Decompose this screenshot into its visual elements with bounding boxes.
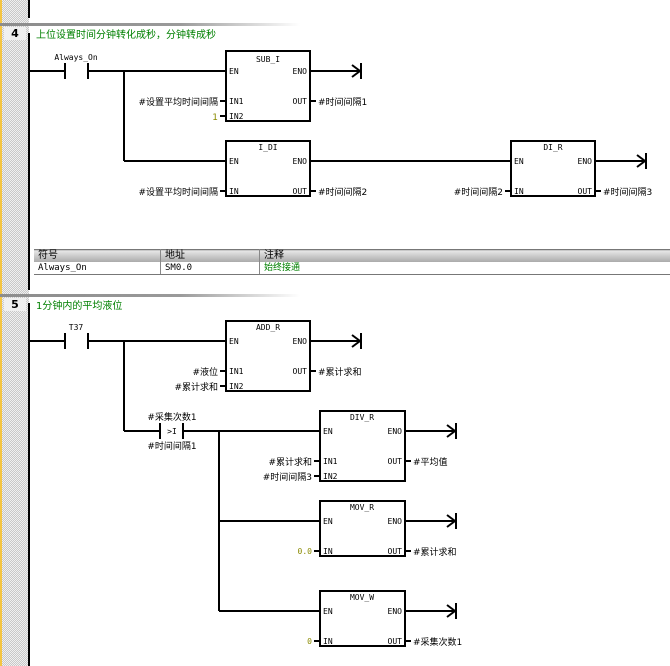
network-number-5[interactable]: 5 <box>4 298 26 311</box>
pin-in: IN <box>514 187 524 196</box>
pin-eno: ENO <box>578 157 593 166</box>
block-title: ADD_R <box>256 323 280 332</box>
block-title: I_DI <box>258 143 277 152</box>
operand-in[interactable]: #设置平均时间间隔 <box>138 186 218 198</box>
block-mov-r[interactable]: MOV_R EN ENO IN OUT 0.0 #累计求和 <box>298 500 457 558</box>
compare-op: >I <box>167 427 177 436</box>
pin-eno: ENO <box>293 67 308 76</box>
network-separator <box>0 23 300 26</box>
pin-in: IN <box>229 187 239 196</box>
operand-out[interactable]: #平均值 <box>413 456 448 468</box>
eno-arrow-icon <box>446 513 457 529</box>
eno-arrow-icon <box>351 63 362 79</box>
operand-in[interactable]: #时间间隔2 <box>454 186 503 198</box>
cell-symbol: Always_On <box>34 262 161 275</box>
block-mov-w[interactable]: MOV_W EN ENO IN OUT 0 #采集次数1 <box>307 590 462 648</box>
operand-in[interactable]: 0 <box>307 637 312 646</box>
pin-out: OUT <box>388 547 403 556</box>
pin-en: EN <box>229 67 239 76</box>
pin-in2: IN2 <box>323 472 338 481</box>
operand-in1[interactable]: #液位 <box>192 366 218 378</box>
pin-out: OUT <box>388 457 403 466</box>
operand-in2[interactable]: 1 <box>212 113 218 123</box>
operand-out[interactable]: #累计求和 <box>318 366 362 378</box>
network-4-rungs <box>29 70 645 162</box>
network-title-4[interactable]: 上位设置时间分钟转化成秒，分钟转成秒 <box>36 30 216 41</box>
header-comment[interactable]: 注释 <box>259 249 670 262</box>
eno-arrow-icon <box>446 603 457 619</box>
pin-en: EN <box>229 337 239 346</box>
contact-t37[interactable]: T37 <box>64 323 89 349</box>
pin-eno: ENO <box>388 607 403 616</box>
pin-eno: ENO <box>293 157 308 166</box>
pin-in2: IN2 <box>229 112 244 121</box>
pin-eno: ENO <box>388 517 403 526</box>
compare-contact-gt-i[interactable]: >I #采集次数1 #时间间隔1 <box>147 411 196 452</box>
pin-eno: ENO <box>293 337 308 346</box>
pin-out: OUT <box>388 637 403 646</box>
pin-en: EN <box>323 427 333 436</box>
operand-in[interactable]: 0.0 <box>298 547 313 556</box>
compare-operand-top[interactable]: #采集次数1 <box>147 411 196 423</box>
header-symbol[interactable]: 符号 <box>34 249 161 262</box>
cell-comment: 始终接通 <box>259 262 670 275</box>
operand-out[interactable]: #采集次数1 <box>413 636 462 648</box>
block-title: DI_R <box>543 143 562 152</box>
pin-en: EN <box>514 157 524 166</box>
network-5-rungs <box>29 340 455 612</box>
contact-label: Always_On <box>54 53 98 62</box>
operand-out[interactable]: #累计求和 <box>413 546 457 558</box>
header-address[interactable]: 地址 <box>160 249 260 262</box>
pin-out: OUT <box>293 367 308 376</box>
contact-always-on[interactable]: Always_On <box>54 53 98 79</box>
pin-en: EN <box>323 607 333 616</box>
operand-in2[interactable]: #累计求和 <box>174 381 218 393</box>
network-title-5[interactable]: 1分钟内的平均液位 <box>36 301 123 312</box>
symbol-table-header: 符号 地址 注释 <box>34 249 670 262</box>
pin-in1: IN1 <box>229 97 244 106</box>
block-title: MOV_R <box>350 503 374 512</box>
symbol-table-row[interactable]: Always_On SM0.0 始终接通 <box>34 262 670 275</box>
pin-in1: IN1 <box>323 457 338 466</box>
operand-in1[interactable]: #设置平均时间间隔 <box>138 96 218 108</box>
pin-in: IN <box>323 637 333 646</box>
pin-out: OUT <box>293 97 308 106</box>
eno-arrow-icon <box>446 423 457 439</box>
pin-in1: IN1 <box>229 367 244 376</box>
block-i-di[interactable]: I_DI EN ENO IN OUT #设置平均时间间隔 #时间间隔2 <box>138 140 367 198</box>
block-sub-i[interactable]: SUB_I EN ENO IN1 IN2 OUT #设置平均时间间隔 1 #时间… <box>138 50 367 123</box>
operand-in1[interactable]: #累计求和 <box>268 456 312 468</box>
eno-arrow-icon <box>351 333 362 349</box>
network-gutter <box>0 0 29 666</box>
network-number-4[interactable]: 4 <box>4 27 26 40</box>
block-title: DIV_R <box>350 413 374 422</box>
pin-out: OUT <box>578 187 593 196</box>
network-separator <box>0 294 300 297</box>
operand-in2[interactable]: #时间间隔3 <box>263 471 312 483</box>
block-di-r[interactable]: DI_R EN ENO IN OUT #时间间隔2 #时间间隔3 <box>454 140 653 198</box>
block-title: SUB_I <box>256 55 280 64</box>
contact-label: T37 <box>69 323 84 332</box>
pin-in: IN <box>323 547 333 556</box>
operand-out[interactable]: #时间间隔1 <box>318 96 367 108</box>
block-add-r[interactable]: ADD_R EN ENO IN1 IN2 OUT #液位 #累计求和 #累计求和 <box>174 320 362 393</box>
block-div-r[interactable]: DIV_R EN ENO IN1 IN2 OUT #累计求和 #时间间隔3 #平… <box>263 410 448 483</box>
compare-operand-bottom[interactable]: #时间间隔1 <box>147 440 196 452</box>
pin-out: OUT <box>293 187 308 196</box>
cell-address: SM0.0 <box>160 262 260 275</box>
operand-out[interactable]: #时间间隔3 <box>603 186 652 198</box>
operand-out[interactable]: #时间间隔2 <box>318 186 367 198</box>
pin-en: EN <box>323 517 333 526</box>
block-title: MOV_W <box>350 593 374 602</box>
eno-arrow-icon <box>636 153 647 169</box>
pin-en: EN <box>229 157 239 166</box>
symbol-table: 符号 地址 注释 Always_On SM0.0 始终接通 <box>34 249 670 275</box>
pin-eno: ENO <box>388 427 403 436</box>
pin-in2: IN2 <box>229 382 244 391</box>
